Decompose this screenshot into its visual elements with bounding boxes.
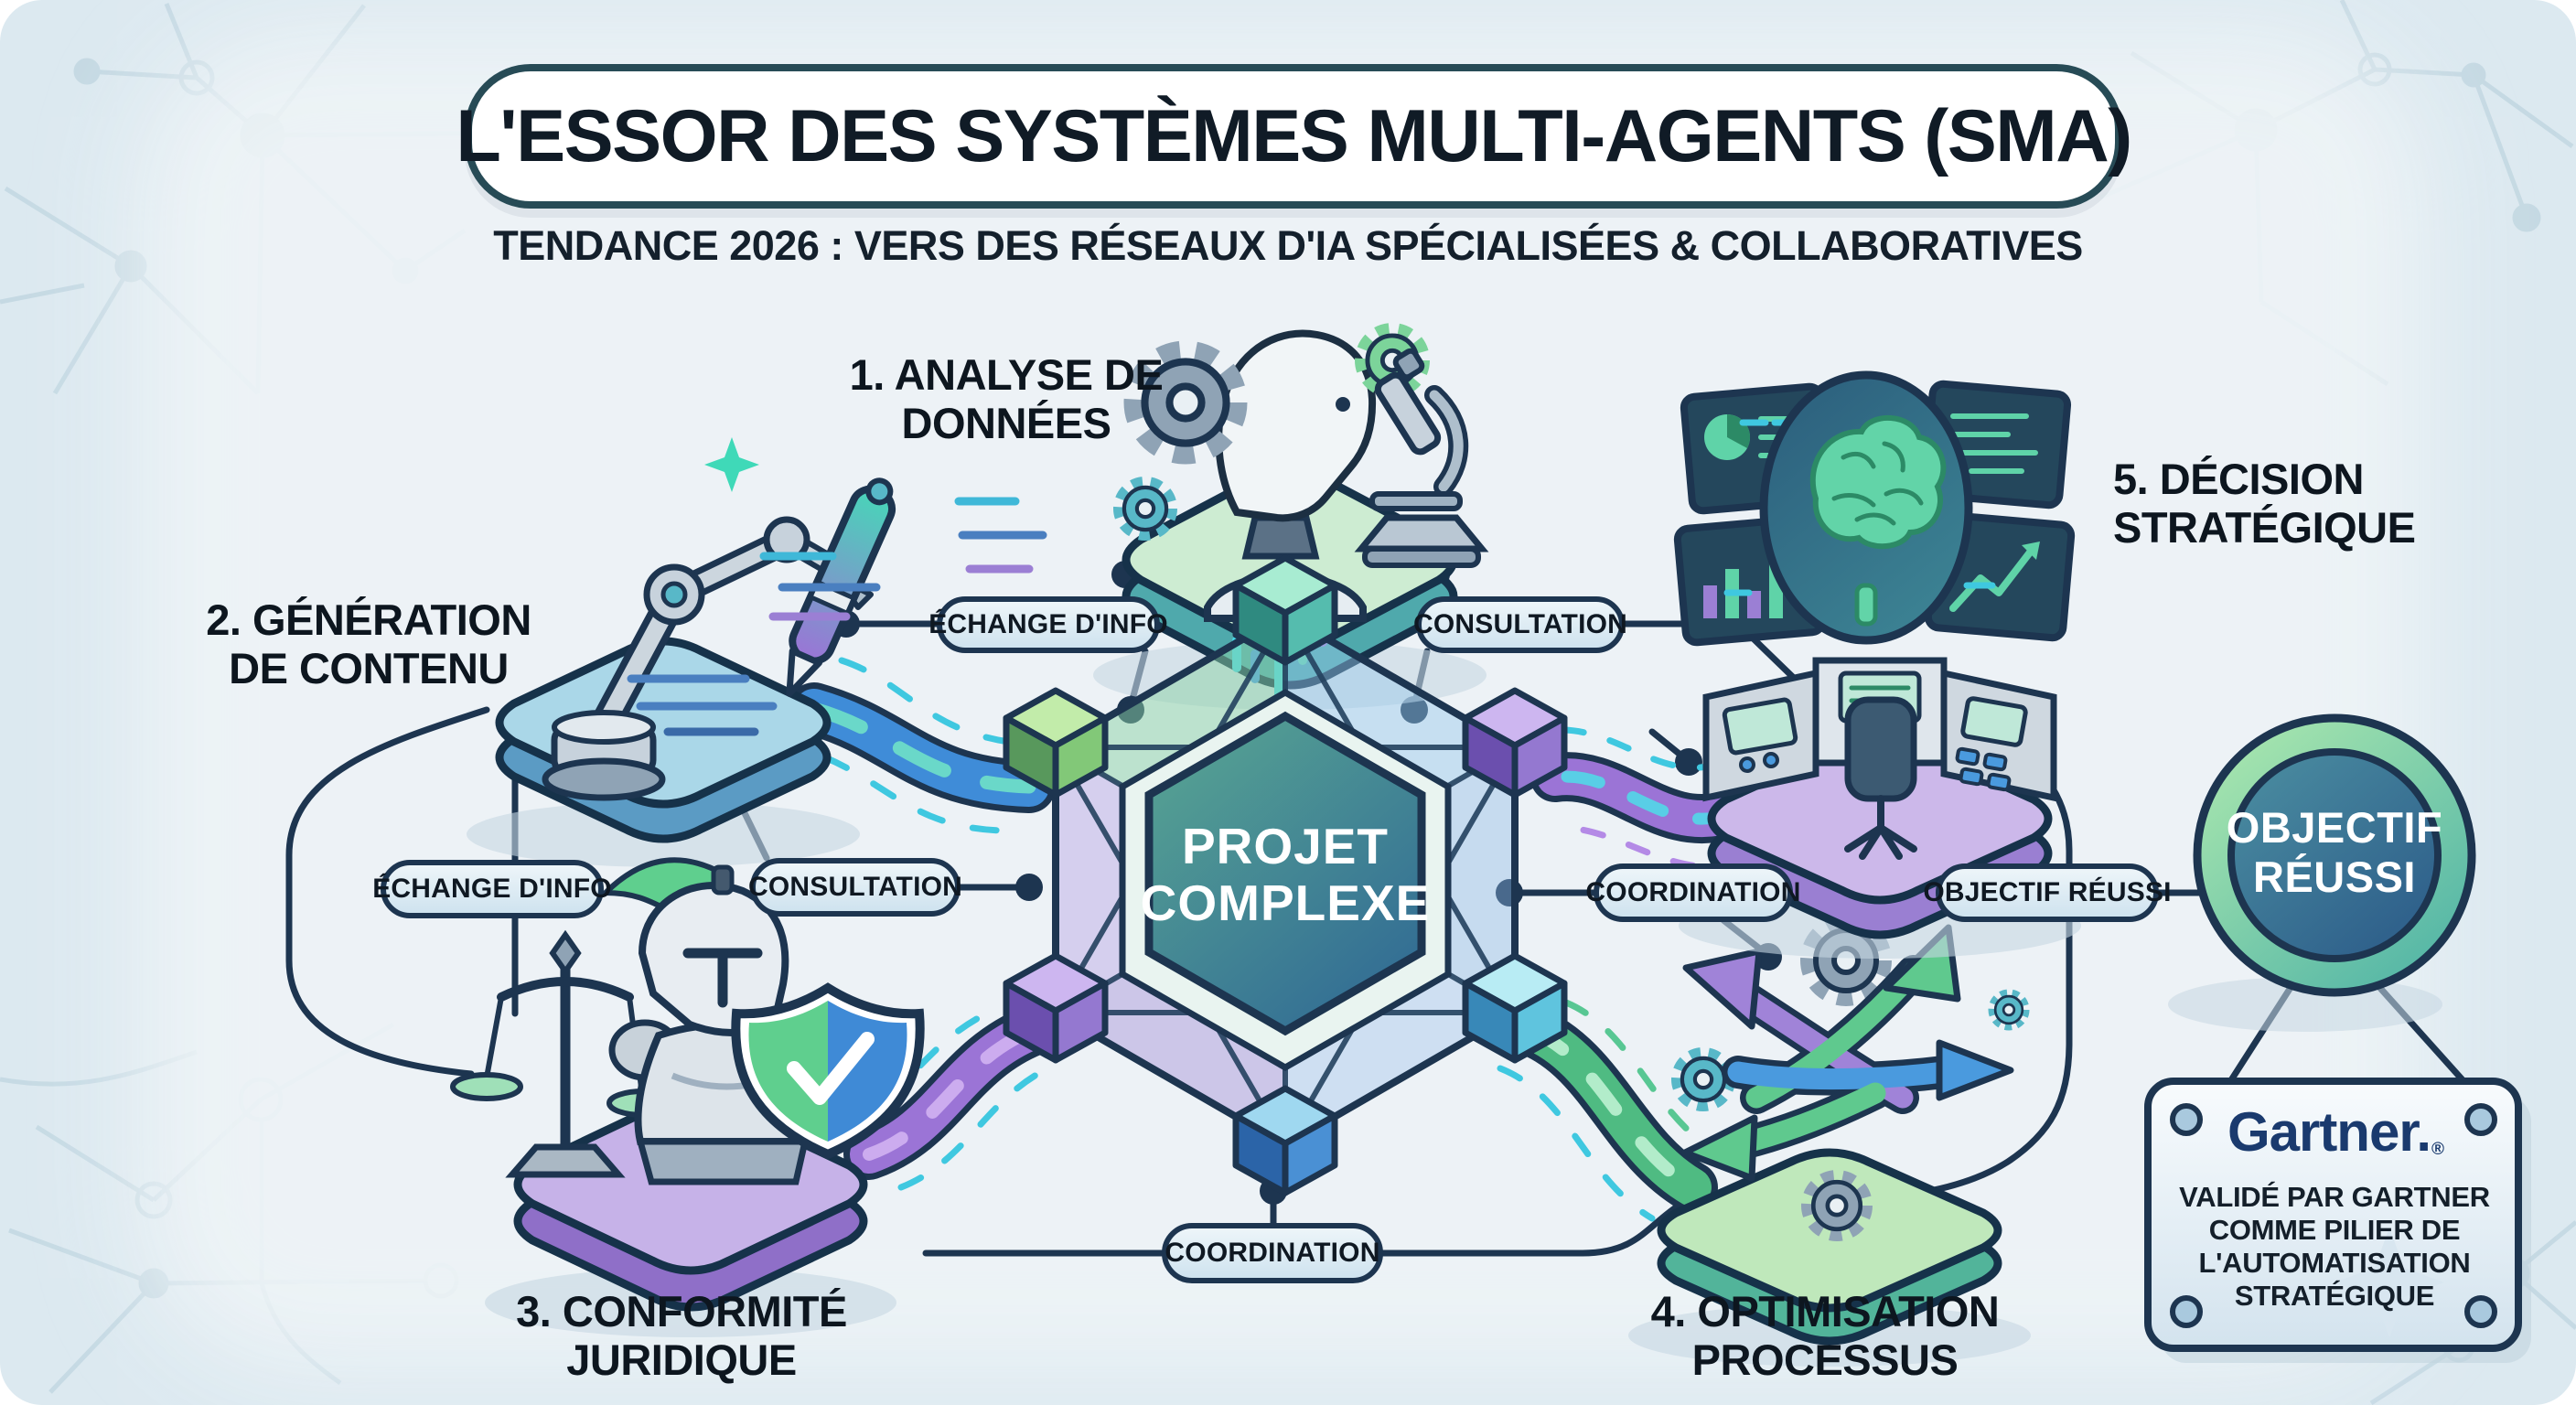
central-hexagon-cluster <box>1006 558 1564 1193</box>
shield-check-icon <box>731 982 925 1160</box>
agent-node-analyse <box>1093 330 1489 710</box>
agent-label-optimisation: 4. OPTIMISATION PROCESSUS <box>1650 1287 2000 1384</box>
registered-mark: ® <box>2431 1140 2444 1159</box>
link-pill-consultation-top: CONSULTATION <box>1413 596 1627 653</box>
process-arrows-gears-icon <box>1678 924 2025 1234</box>
agent-node-conformite <box>450 857 925 1337</box>
agent-label-generation: 2. GÉNÉRATION DE CONTENU <box>206 595 531 692</box>
link-pill-consultation-left: CONSULTATION <box>748 858 962 917</box>
console-desk-icon <box>1702 657 2057 860</box>
gartner-logo: Gartner.® <box>2227 1101 2444 1163</box>
plaque-sparkle-icon <box>2334 1228 2444 1337</box>
central-project-label: PROJET COMPLEXE <box>1140 818 1431 931</box>
link-pill-echange-info-left: ÉCHANGE D'INFO <box>372 860 612 918</box>
link-pill-coordination-right: COORDINATION <box>1585 863 1800 922</box>
link-pill-objectif-reussi: OBJECTIF RÉUSSI <box>1923 863 2171 922</box>
gartner-plaque <box>2144 1078 2531 1363</box>
data-streams <box>788 657 1755 1222</box>
agent-node-optimisation <box>1628 924 2031 1367</box>
agent-label-analyse: 1. ANALYSE DE DONNÉES <box>849 350 1164 447</box>
agent-label-decision: 5. DÉCISION STRATÉGIQUE <box>2113 455 2416 552</box>
plaque-screws <box>2170 1103 2497 1328</box>
brain-icon <box>1809 415 1947 627</box>
link-pill-echange-info-top: ÉCHANGE D'INFO <box>928 596 1168 653</box>
agent-label-conformite: 3. CONFORMITÉ JURIDIQUE <box>516 1287 847 1384</box>
sparkle-icon <box>704 437 759 492</box>
goal-circle-label: OBJECTIF RÉUSSI <box>2226 803 2443 901</box>
goal-circle <box>2168 713 2476 1032</box>
gartner-caption: VALIDÉ PAR GARTNER COMME PILIER DE L'AUT… <box>2179 1181 2490 1312</box>
link-pill-coordination-bottom: COORDINATION <box>1162 1223 1383 1283</box>
robot-arm-pen-icon <box>542 437 1047 801</box>
page-title: L'ESSOR DES SYSTÈMES MULTI-AGENTS (SMA) <box>456 94 2132 177</box>
agent-node-generation <box>467 437 1047 867</box>
robot-analyst-icon <box>1120 330 1489 622</box>
title-box: L'ESSOR DES SYSTÈMES MULTI-AGENTS (SMA) <box>456 64 2132 209</box>
command-center-brain-icon <box>1673 370 2076 860</box>
microscope-icon <box>1354 348 1489 568</box>
page-subtitle: TENDANCE 2026 : VERS DES RÉSEAUX D'IA SP… <box>493 222 2083 269</box>
